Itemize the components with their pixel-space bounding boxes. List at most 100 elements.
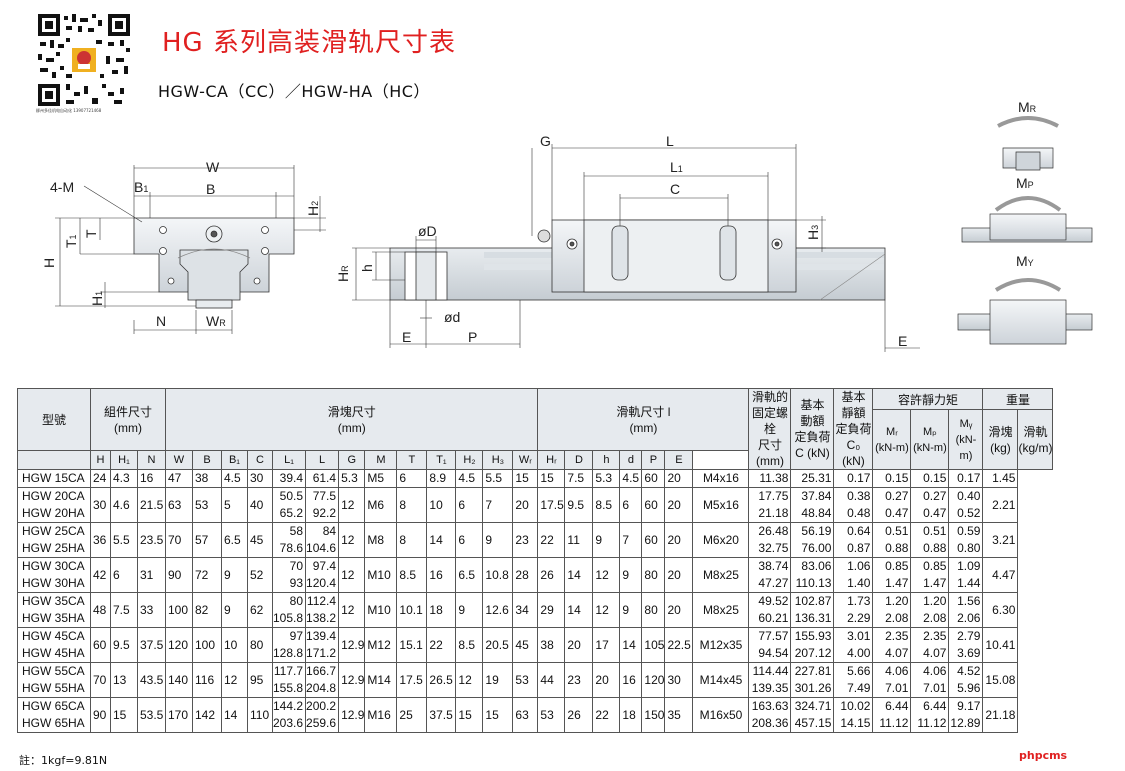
cell-h: 70 — [90, 662, 111, 698]
label-t: T — [83, 229, 99, 238]
th-rail-weight: 滑軌(kg/m) — [1017, 409, 1054, 470]
cell-d: 16 — [619, 662, 643, 698]
cell-t1: 14 — [426, 522, 457, 558]
cell-h2: 6 — [455, 522, 484, 558]
cell-wr: 4.47 — [982, 557, 1019, 593]
th-weight: 重量 — [982, 388, 1054, 410]
th-col: d — [619, 450, 643, 470]
cell-n: 33 — [137, 592, 166, 628]
cell-g: 12 — [338, 592, 366, 628]
cell-d: 18 — [619, 697, 643, 733]
cell-h: 90 — [90, 697, 111, 733]
cell-b1: 6.5 — [221, 522, 248, 558]
th-col: W — [165, 450, 193, 470]
label-wr-sub: R — [219, 318, 226, 328]
label-phi-d-small: ød — [444, 309, 460, 325]
cell-m: M10 — [364, 557, 398, 593]
label-mr: M — [1018, 99, 1030, 115]
cell-m: M14 — [364, 662, 398, 698]
th-col: B — [192, 450, 222, 470]
cell-w: 70 — [165, 522, 193, 558]
cell-hr: 17.5 — [537, 487, 566, 523]
cell-w: 140 — [165, 662, 193, 698]
footnote: 註：1kgf=9.81N — [19, 754, 108, 767]
th-col: M — [364, 450, 398, 470]
cell-p: 60 — [641, 487, 666, 523]
cell-h2: 12 — [455, 662, 484, 698]
th-block-weight: 滑塊(kg) — [982, 409, 1019, 470]
cell-h1: 9.5 — [110, 627, 138, 663]
cell-t: 6 — [396, 469, 428, 488]
label-h: H — [41, 258, 57, 268]
side-view-dims — [352, 144, 920, 352]
cell-h3: 20.5 — [482, 627, 514, 663]
cell-wr: 2.21 — [982, 487, 1019, 523]
cell-e: 22.5 — [664, 627, 694, 663]
label-l1: L — [670, 159, 678, 175]
cell-c: 30 — [247, 469, 273, 488]
label-l1-sub: 1 — [678, 164, 683, 174]
cell-p: 80 — [641, 592, 666, 628]
svg-text:H1: H1 — [89, 291, 105, 306]
cell-b: 38 — [192, 469, 222, 488]
cell-e: 20 — [664, 469, 694, 488]
cell-m: M8 — [364, 522, 398, 558]
cell-c_dyn: 11.38 — [748, 469, 792, 488]
th-col: T — [396, 450, 428, 470]
cell-b1: 9 — [221, 557, 248, 593]
cell-c: 45 — [247, 522, 273, 558]
cell-m: M12 — [364, 627, 398, 663]
svg-text:WR: WR — [206, 313, 226, 329]
side-view-labels: G L L1 C H3 øD h HR ød E P E — [335, 133, 907, 349]
cell-p: 60 — [641, 469, 666, 488]
cell-t: 25 — [396, 697, 428, 733]
cell-p: 60 — [641, 522, 666, 558]
cell-h: 36 — [90, 522, 111, 558]
cell-g: 12 — [338, 487, 366, 523]
cell-e: 35 — [664, 697, 694, 733]
cell-p: 105 — [641, 627, 666, 663]
svg-text:HR: HR — [335, 265, 351, 282]
label-t1-sub: 1 — [68, 234, 78, 239]
label-c: C — [670, 181, 680, 197]
cell-hr: 26 — [537, 557, 566, 593]
cell-t: 8 — [396, 522, 428, 558]
cell-wr: 1.45 — [982, 469, 1019, 488]
cell-b1: 14 — [221, 697, 248, 733]
cross-section-view — [133, 217, 295, 309]
th-col: h — [592, 450, 621, 470]
label-mr-sub: R — [1030, 104, 1037, 114]
cell-w: 90 — [165, 557, 193, 593]
label-e-right: E — [898, 333, 907, 349]
cell-h: 42 — [90, 557, 111, 593]
th-col: B₁ — [221, 450, 248, 470]
cross-section-dims — [55, 165, 326, 334]
cell-b1: 12 — [221, 662, 248, 698]
th-col: Wᵣ — [512, 450, 539, 470]
cell-n: 23.5 — [137, 522, 166, 558]
th-col: H₃ — [482, 450, 514, 470]
cell-hr: 22 — [537, 522, 566, 558]
cell-h3: 19 — [482, 662, 514, 698]
th-moment: 容許靜力矩 — [872, 388, 984, 410]
cell-d: 7.5 — [564, 469, 594, 488]
